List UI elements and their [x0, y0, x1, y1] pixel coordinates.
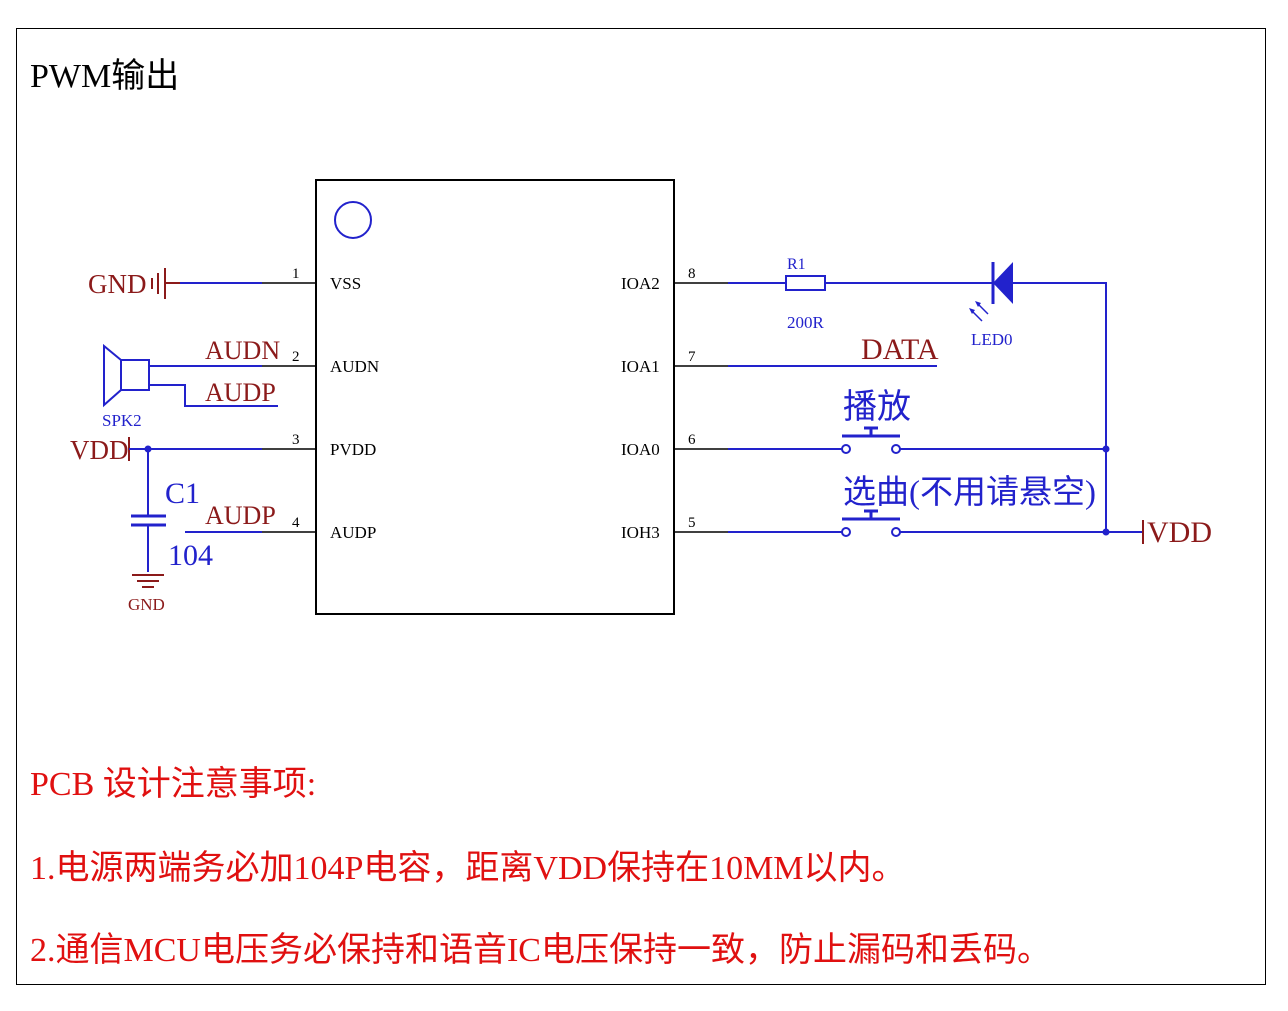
net-label-audp-pin4: AUDP	[205, 501, 276, 530]
pcb-notes-heading: PCB 设计注意事项:	[30, 766, 317, 803]
junction-select	[1102, 528, 1110, 536]
label-play: 播放	[843, 388, 911, 426]
pin-name-vss: VSS	[330, 274, 361, 293]
net-label-gnd-bottom: GND	[128, 595, 165, 614]
speaker-icon	[103, 343, 150, 408]
pin-name-ioh3: IOH3	[621, 523, 660, 542]
net-label-vdd-right: VDD	[1147, 516, 1212, 549]
diagram-frame	[16, 28, 1266, 985]
led-ref: LED0	[971, 330, 1013, 349]
pin-number-2: 2	[292, 349, 300, 365]
play-switch	[841, 426, 901, 454]
ic-body	[315, 179, 675, 615]
pin-number-1: 1	[292, 266, 300, 282]
pin-number-4: 4	[292, 515, 300, 531]
pin-number-7: 7	[688, 349, 696, 365]
gnd-symbol-top	[151, 268, 180, 299]
pcb-note-1: 1.电源两端务必加104P电容，距离VDD保持在10MM以内。	[30, 850, 906, 887]
pin-number-8: 8	[688, 266, 696, 282]
net-label-data: DATA	[861, 333, 939, 366]
resistor-ref: R1	[787, 256, 806, 273]
pin-name-audp: AUDP	[330, 523, 376, 542]
resistor-value: 200R	[787, 313, 825, 332]
pin-number-5: 5	[688, 515, 696, 531]
pin-name-pvdd: PVDD	[330, 440, 376, 459]
capacitor-value: 104	[168, 539, 213, 572]
select-switch	[841, 509, 901, 537]
junction-play	[1102, 445, 1110, 453]
net-label-gnd-top: GND	[88, 269, 147, 299]
pin1-marker	[334, 201, 372, 239]
led-icon	[969, 262, 1013, 322]
right-pins	[674, 282, 728, 533]
capacitor-ref: C1	[165, 477, 200, 510]
pcb-note-2: 2.通信MCU电压务必保持和语音IC电压保持一致，防止漏码和丢码。	[30, 932, 1051, 969]
pin-number-6: 6	[688, 432, 696, 448]
net-label-vdd-left: VDD	[70, 435, 129, 465]
pin-name-ioa2: IOA2	[621, 274, 660, 293]
net-label-audp-speaker: AUDP	[205, 378, 276, 407]
resistor-r1	[785, 275, 826, 291]
pin-name-ioa0: IOA0	[621, 440, 660, 459]
left-pins	[262, 282, 316, 533]
pin-name-ioa1: IOA1	[621, 357, 660, 376]
pin-number-3: 3	[292, 432, 300, 448]
speaker-ref: SPK2	[102, 411, 142, 430]
wire-audp-speaker	[149, 384, 278, 407]
diagram-title: PWM输出	[30, 58, 180, 95]
label-select: 选曲(不用请悬空)	[843, 474, 1096, 511]
pin-name-audn: AUDN	[330, 357, 379, 376]
gnd-symbol-bottom	[132, 574, 164, 588]
net-label-audn: AUDN	[205, 336, 280, 365]
